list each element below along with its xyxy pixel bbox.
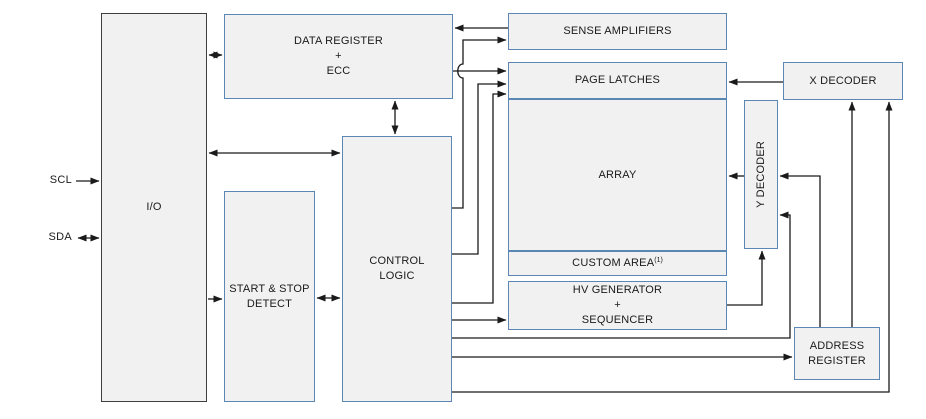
block-io: I/O <box>101 13 207 402</box>
block-data-register-ecc: DATA REGISTER + ECC <box>224 14 453 99</box>
block-x-decoder: X DECODER <box>783 62 903 100</box>
sda-pin-label: SDA <box>48 231 72 243</box>
block-array: ARRAY <box>508 99 727 251</box>
conn-control-to-senseamp <box>452 36 507 209</box>
conn-control-to-pagelatches-1 <box>452 80 507 255</box>
block-control-logic: CONTROL LOGIC <box>342 136 452 402</box>
conn-control-to-ydecoder <box>452 211 791 339</box>
block-io-label: I/O <box>146 201 162 214</box>
block-sense-amplifiers: SENSE AMPLIFIERS <box>508 13 727 50</box>
block-address-register-label: ADDRESS REGISTER <box>808 339 866 367</box>
block-start-stop-detect-label: START & STOP DETECT <box>229 282 310 310</box>
conn-control-to-pagelatches-2 <box>452 90 507 304</box>
block-page-latches: PAGE LATCHES <box>508 62 727 99</box>
block-y-decoder-label: Y DECODER <box>754 141 767 208</box>
conn-addrregister-to-ydecoder <box>779 172 821 327</box>
block-data-register-ecc-label: DATA REGISTER + ECC <box>294 35 383 77</box>
block-array-label: ARRAY <box>598 168 637 181</box>
block-x-decoder-label: X DECODER <box>809 74 877 87</box>
custom-area-text: CUSTOM AREA <box>572 257 655 270</box>
scl-pin-label: SCL <box>49 174 72 186</box>
block-hv-generator-sequencer: HV GENERATOR + SEQUENCER <box>508 281 727 330</box>
block-hv-generator-sequencer-label: HV GENERATOR + SEQUENCER <box>572 284 663 326</box>
block-sense-amplifiers-label: SENSE AMPLIFIERS <box>563 25 672 38</box>
block-start-stop-detect: START & STOP DETECT <box>224 191 315 402</box>
conn-hvgen-to-ydecoder <box>727 250 766 306</box>
block-address-register: ADDRESS REGISTER <box>794 327 880 380</box>
custom-area-footnote: (1) <box>654 257 663 265</box>
block-page-latches-label: PAGE LATCHES <box>574 74 661 87</box>
block-custom-area-label: CUSTOM AREA(1) <box>572 256 663 271</box>
block-control-logic-label: CONTROL LOGIC <box>369 255 425 282</box>
block-custom-area: CUSTOM AREA(1) <box>508 251 727 276</box>
conn-control-to-xdecoder <box>452 101 893 393</box>
block-y-decoder: Y DECODER <box>744 100 778 249</box>
